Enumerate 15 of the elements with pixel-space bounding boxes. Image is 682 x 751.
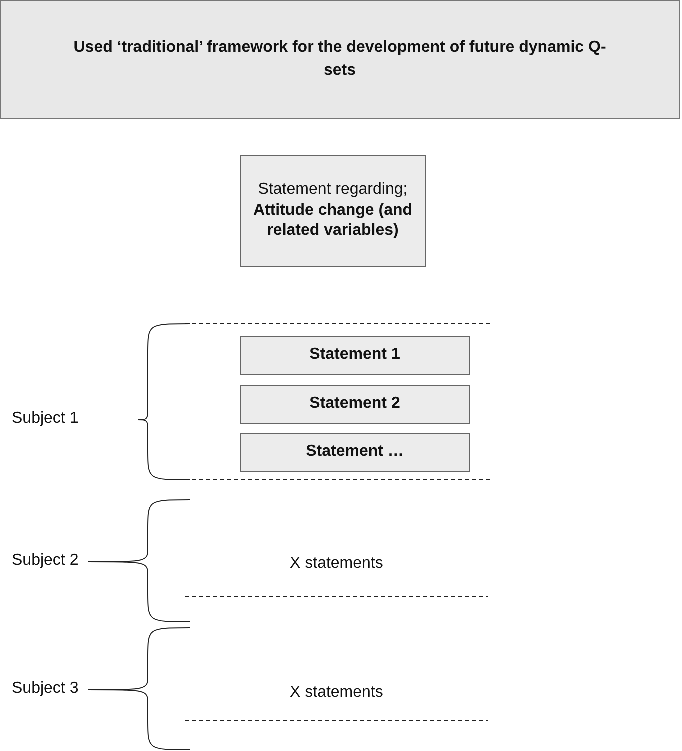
label-text: Subject 1 [12,410,79,428]
statement-box [240,155,426,267]
label-text: Subject 3 [12,680,79,698]
statement-text: Statement regarding; [258,180,408,200]
statement-text: Statement 2 [310,394,400,414]
statement-text: Attitude change (and related variables) [252,200,414,242]
statement-text: Statement … [306,442,404,462]
label-text: X statements [290,555,384,573]
statement-box [240,385,470,424]
label-text: X statements [290,684,384,702]
label-text: Subject 2 [12,552,79,570]
statement-box [240,433,470,472]
statement-box [240,336,470,375]
title: Used ‘traditional’ framework for the development of future dynamic Q-sets [72,38,608,80]
statement-text: Statement 1 [310,345,400,366]
